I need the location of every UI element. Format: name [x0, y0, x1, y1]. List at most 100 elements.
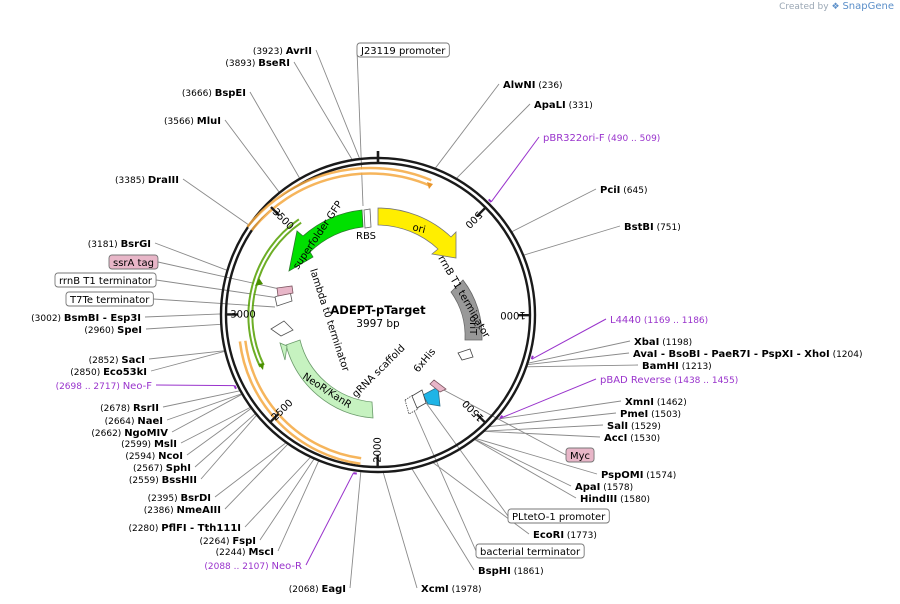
site-hindiii[interactable]: HindIII (1580): [580, 494, 650, 505]
site-label: (2264) FspI: [200, 536, 256, 547]
6xhis-label: 6xHis: [412, 347, 438, 375]
primer-pbad-reverse[interactable]: pBAD Reverse (1438 .. 1455): [499, 375, 738, 419]
site-bsrgi[interactable]: (3181) BsrGI: [88, 239, 151, 250]
lambda-small-feature[interactable]: [270, 320, 294, 337]
boxed-feature-j23119-promoter[interactable]: J23119 promoter: [356, 42, 450, 58]
neor-kanr-label: NeoR/KanR: [300, 371, 353, 411]
site-label: ApaI (1578): [575, 482, 633, 493]
site-bseri[interactable]: (3893) BseRI: [225, 58, 290, 69]
boxed-feature-bacterial-terminator[interactable]: bacterial terminator: [475, 543, 585, 559]
site-bsshii[interactable]: (2559) BssHII: [129, 475, 197, 486]
tick-mark: [475, 413, 487, 424]
pltet-promoter-feature[interactable]: [411, 389, 427, 409]
boxed-feature-myc[interactable]: Myc: [565, 447, 595, 463]
rrnb-t1-small-feature[interactable]: [457, 348, 474, 361]
site-xmni[interactable]: XmnI (1462): [625, 397, 687, 408]
site-label: (3666) BspEI: [182, 88, 246, 99]
site-label: (2567) SphI: [133, 463, 191, 474]
site-label: AvaI - BsoBI - PaeR7I - PspXI - XhoI (12…: [633, 349, 863, 360]
site-saci[interactable]: (2852) SacI: [89, 355, 145, 366]
site-label: (3893) BseRI: [225, 58, 290, 69]
site-bsrdi[interactable]: (2395) BsrDI: [148, 493, 211, 504]
primer-l4440[interactable]: L4440 (1169 .. 1186): [530, 315, 708, 360]
site-label: (3385) DraIII: [115, 175, 179, 186]
site-label: (3181) BsrGI: [88, 239, 151, 250]
site-pcii[interactable]: PciI (645): [600, 185, 647, 196]
site-bsphi[interactable]: BspHI (1861): [478, 566, 544, 577]
watermark-brand: SnapGene: [842, 1, 894, 12]
site-naei[interactable]: (2664) NaeI: [105, 416, 163, 427]
bacterial-terminator-feature[interactable]: [404, 394, 419, 415]
site-sali[interactable]: SalI (1529): [607, 421, 661, 432]
site-msli[interactable]: (2599) MslI: [121, 439, 177, 450]
site-label: (3002) BsmBI - Esp3I: [31, 313, 141, 324]
ori-feature[interactable]: [377, 207, 457, 259]
site-eco53ki[interactable]: (2850) Eco53kI: [70, 367, 147, 378]
primer-neo-f[interactable]: (2698 .. 2717) Neo-F: [56, 381, 237, 392]
site-alwni[interactable]: AlwNI (236): [503, 80, 563, 91]
site-xbai[interactable]: XbaI (1198): [634, 337, 692, 348]
grna-scaffold-label: gRNA scaffold: [350, 343, 407, 400]
site-bamhi[interactable]: BamHI (1213): [642, 361, 712, 372]
boxed-feature-t7te-terminator[interactable]: T7Te terminator: [65, 291, 154, 307]
primer-label: (2698 .. 2717) Neo-F: [56, 381, 153, 392]
site-mlui[interactable]: (3566) MluI: [164, 116, 221, 127]
site-avai[interactable]: AvaI - BsoBI - PaeR7I - PspXI - XhoI (12…: [633, 349, 863, 360]
site-ecori[interactable]: EcoRI (1773): [533, 530, 597, 541]
site-bstbi[interactable]: BstBI (751): [624, 222, 681, 233]
site-msci[interactable]: (2244) MscI: [216, 547, 274, 558]
site-label: PmeI (1503): [620, 409, 681, 420]
tick-mark: [269, 412, 280, 424]
boxed-feature-plteto-1-promoter[interactable]: PLtetO-1 promoter: [507, 508, 610, 524]
site-label: BamHI (1213): [642, 361, 712, 372]
snapgene-watermark: Created by ❖ SnapGene: [779, 1, 894, 12]
site-xcmi[interactable]: XcmI (1978): [421, 584, 482, 595]
site-label: PciI (645): [600, 185, 647, 196]
site-label: (2386) NmeAIII: [144, 505, 221, 516]
site-draiii[interactable]: (3385) DraIII: [115, 175, 179, 186]
site-eagi[interactable]: (2068) EagI: [289, 584, 346, 595]
site-apali[interactable]: ApaLI (331): [534, 100, 593, 111]
site-label: AlwNI (236): [503, 80, 563, 91]
site-label: XmnI (1462): [625, 397, 687, 408]
site-spei[interactable]: (2960) SpeI: [84, 325, 142, 336]
orit-feature[interactable]: [450, 279, 483, 341]
rbs-feature[interactable]: [363, 208, 372, 229]
primer-neo-r[interactable]: (2088 .. 2107) Neo-R: [204, 472, 357, 572]
tick-label: 3000: [230, 309, 255, 320]
boxed-feature-rrnb-t1-terminator[interactable]: rrnB T1 terminator: [54, 272, 157, 288]
6xhis-feature[interactable]: [422, 386, 441, 407]
site-pmei[interactable]: PmeI (1503): [620, 409, 681, 420]
primer-pbr322ori-f[interactable]: pBR322ori-F (490 .. 509): [487, 133, 661, 203]
boxed-feature-label: bacterial terminator: [480, 547, 581, 558]
site-sphi[interactable]: (2567) SphI: [133, 463, 191, 474]
site-ncoi[interactable]: (2594) NcoI: [125, 451, 183, 462]
site-avrii[interactable]: (3923) AvrII: [253, 46, 312, 57]
site-pspomi[interactable]: PspOMI (1574): [601, 470, 676, 481]
ori-label: ori: [411, 222, 426, 236]
site-nmeaiii[interactable]: (2386) NmeAIII: [144, 505, 221, 516]
boxed-feature-label: rrnB T1 terminator: [59, 276, 153, 287]
site-label: (2850) Eco53kI: [70, 367, 147, 378]
boxed-feature-label: ssrA tag: [113, 258, 154, 269]
site-label: (2068) EagI: [289, 584, 346, 595]
site-apai[interactable]: ApaI (1578): [575, 482, 633, 493]
ssra-small-feature[interactable]: [276, 285, 294, 297]
site-ngomiv[interactable]: (2662) NgoMIV: [91, 428, 168, 439]
site-label: (2662) NgoMIV: [91, 428, 168, 439]
neor-kanr-feature[interactable]: [285, 339, 374, 419]
site-label: (2960) SpeI: [84, 325, 142, 336]
site-bspei[interactable]: (3666) BspEI: [182, 88, 246, 99]
superfolder-gfp-feature[interactable]: [288, 209, 364, 272]
boxed-feature-ssra-tag[interactable]: ssrA tag: [108, 254, 159, 270]
site-label: HindIII (1580): [580, 494, 650, 505]
myc-tag-feature[interactable]: [429, 379, 447, 393]
site-rsrii[interactable]: (2678) RsrII: [100, 403, 159, 414]
site-pflfi[interactable]: (2280) PflFI - Tth111I: [128, 523, 241, 534]
watermark-prefix: Created by: [779, 2, 829, 12]
site-acci[interactable]: AccI (1530): [604, 433, 660, 444]
site-bsmbi[interactable]: (3002) BsmBI - Esp3I: [31, 313, 141, 324]
site-fspi[interactable]: (2264) FspI: [200, 536, 256, 547]
site-label: EcoRI (1773): [533, 530, 597, 541]
